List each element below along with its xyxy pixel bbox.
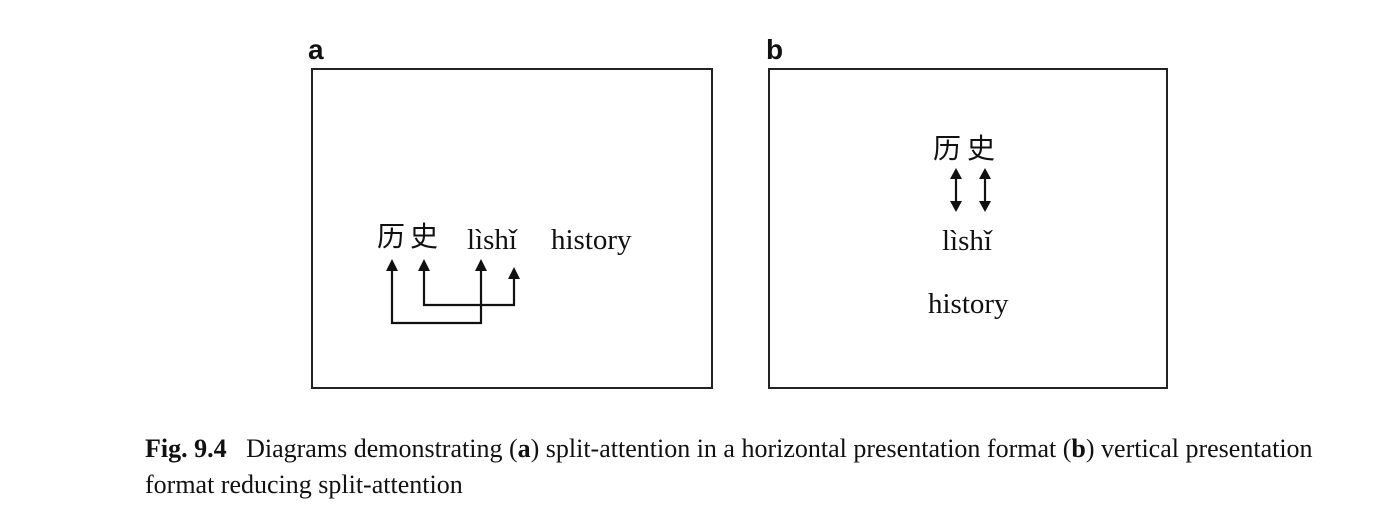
caption-ref-b: b [1071, 434, 1086, 463]
panel-b-english: history [928, 288, 1009, 320]
panel-b-hanzi-shi: 史 [967, 134, 996, 165]
panel-a-frame [311, 68, 713, 389]
panel-b-frame [768, 68, 1168, 389]
arrowhead-icon [979, 201, 991, 212]
caption-text-2: ) split-attention in a horizontal presen… [530, 434, 1072, 463]
arrowhead-icon [418, 259, 430, 271]
arrowhead-icon [386, 259, 398, 271]
panel-a-label: a [308, 34, 324, 65]
panel-b-label: b [766, 34, 784, 65]
caption-text-1: Diagrams demonstrating ( [246, 434, 518, 463]
arrowhead-icon [950, 201, 962, 212]
panel-a-hanzi-li: 历 [377, 222, 406, 253]
arrowhead-icon [508, 267, 520, 279]
caption-fig-label: Fig. 9.4 [145, 434, 227, 463]
connector-shi-to-pinyin [422, 270, 516, 307]
panel-a-pinyin: lìshǐ [467, 224, 517, 256]
panel-a-hanzi-shi: 史 [410, 222, 439, 253]
arrowhead-icon [950, 168, 962, 179]
panel-b-hanzi-li: 历 [933, 134, 962, 165]
connector-li-to-pinyin [390, 270, 483, 325]
arrowhead-icon [475, 259, 487, 271]
caption-text-3: ) vertical presentation format reducing … [145, 434, 1313, 499]
arrowhead-icon [979, 168, 991, 179]
caption-ref-a: a [517, 434, 531, 463]
panel-a-english: history [551, 224, 632, 256]
panel-b-pinyin: lìshǐ [942, 225, 992, 257]
figure-caption: Fig. 9.4 Diagrams demonstrating (a) spli… [145, 431, 1325, 503]
